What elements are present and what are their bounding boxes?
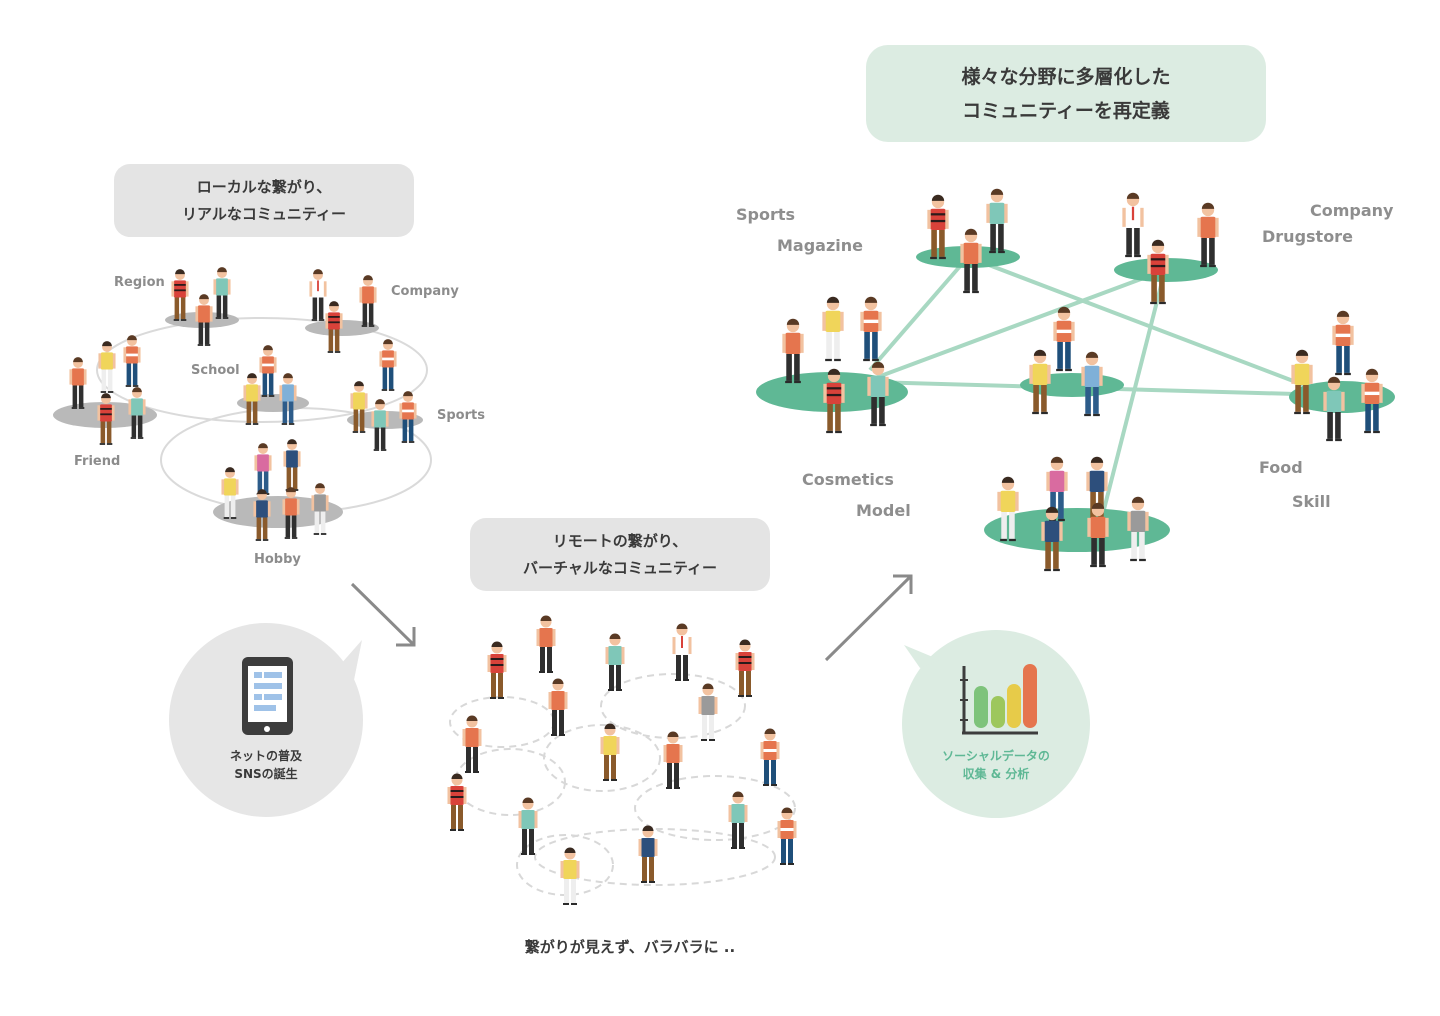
person-icon bbox=[371, 399, 388, 451]
data-line2: 収集 & 分析 bbox=[926, 765, 1066, 783]
person-icon bbox=[867, 362, 888, 426]
label-sports-local: Sports bbox=[437, 408, 485, 423]
person-icon bbox=[736, 640, 755, 698]
data-line1: ソーシャルデータの bbox=[926, 747, 1066, 765]
remote-box-line2: バーチャルなコミュニティー bbox=[523, 555, 717, 582]
arrow-up-right bbox=[826, 576, 911, 660]
multi-box-line2: コミュニティーを再定義 bbox=[962, 94, 1170, 128]
person-icon bbox=[195, 294, 212, 346]
label-model: Model bbox=[856, 501, 911, 520]
smartphone-icon bbox=[242, 657, 293, 735]
label-magazine: Magazine bbox=[777, 236, 863, 255]
person-icon bbox=[309, 269, 326, 321]
label-drugstore: Drugstore bbox=[1262, 227, 1353, 246]
person-icon bbox=[1029, 350, 1050, 414]
person-icon bbox=[761, 729, 780, 787]
person-icon bbox=[673, 624, 692, 682]
label-cosmetics: Cosmetics bbox=[802, 470, 894, 489]
person-icon bbox=[601, 724, 620, 782]
person-icon bbox=[561, 848, 580, 906]
person-icon bbox=[279, 373, 296, 425]
remote-dashed-rings bbox=[450, 674, 795, 895]
person-icon bbox=[379, 339, 396, 391]
label-food: Food bbox=[1259, 458, 1303, 477]
person-icon bbox=[1361, 369, 1382, 433]
person-icon bbox=[729, 792, 748, 850]
label-school: School bbox=[191, 363, 240, 378]
sns-circle-text: ネットの普及 SNSの誕生 bbox=[206, 747, 326, 783]
person-icon bbox=[782, 319, 803, 383]
person-icon bbox=[311, 483, 328, 535]
person-icon bbox=[243, 373, 260, 425]
arrow-down-right bbox=[352, 584, 414, 645]
local-community-box: ローカルな繋がり、 リアルなコミュニティー bbox=[114, 164, 414, 237]
person-icon bbox=[213, 267, 230, 319]
local-box-line1: ローカルな繋がり、 bbox=[197, 174, 331, 201]
person-icon bbox=[463, 716, 482, 774]
person-icon bbox=[606, 634, 625, 692]
person-icon bbox=[128, 387, 145, 439]
person-icon bbox=[1081, 352, 1102, 416]
person-icon bbox=[549, 679, 568, 737]
person-icon bbox=[822, 297, 843, 361]
person-icon bbox=[986, 189, 1007, 253]
person-icon bbox=[123, 335, 140, 387]
person-icon bbox=[1127, 497, 1148, 561]
person-icon bbox=[639, 826, 658, 884]
person-icon bbox=[1053, 307, 1074, 371]
person-icon bbox=[860, 297, 881, 361]
person-icon bbox=[1332, 311, 1353, 375]
data-circle-text: ソーシャルデータの 収集 & 分析 bbox=[926, 747, 1066, 783]
label-sports: Sports bbox=[736, 205, 795, 224]
label-company: Company bbox=[1310, 201, 1393, 220]
label-hobby: Hobby bbox=[254, 552, 301, 567]
sns-line2: SNSの誕生 bbox=[206, 765, 326, 783]
label-friend: Friend bbox=[74, 454, 120, 469]
person-icon bbox=[254, 443, 271, 495]
person-icon bbox=[448, 774, 467, 832]
person-icon bbox=[359, 275, 376, 327]
person-icon bbox=[488, 642, 507, 700]
remote-caption: 繋がりが見えず、バラバラに .. bbox=[500, 936, 760, 957]
person-icon bbox=[537, 616, 556, 674]
person-icon bbox=[282, 487, 299, 539]
label-region: Region bbox=[114, 275, 165, 290]
person-icon bbox=[778, 808, 797, 865]
person-icon bbox=[97, 393, 114, 445]
person-icon bbox=[1122, 193, 1143, 257]
multi-community-box: 様々な分野に多層化した コミュニティーを再定義 bbox=[866, 45, 1266, 142]
person-icon bbox=[1197, 203, 1218, 267]
person-icon bbox=[960, 229, 981, 293]
person-icon bbox=[325, 301, 342, 353]
person-icon bbox=[283, 439, 300, 491]
remote-people-group bbox=[448, 616, 797, 906]
person-icon bbox=[69, 357, 86, 409]
sns-line1: ネットの普及 bbox=[206, 747, 326, 765]
remote-box-line1: リモートの繋がり、 bbox=[553, 528, 687, 555]
local-box-line2: リアルなコミュニティー bbox=[182, 201, 346, 228]
label-company-local: Company bbox=[391, 284, 459, 299]
multi-box-line1: 様々な分野に多層化した bbox=[961, 60, 1170, 94]
label-skill: Skill bbox=[1292, 492, 1331, 511]
person-icon bbox=[98, 341, 115, 393]
person-icon bbox=[259, 345, 276, 397]
remote-community-box: リモートの繋がり、 バーチャルなコミュニティー bbox=[470, 518, 770, 591]
